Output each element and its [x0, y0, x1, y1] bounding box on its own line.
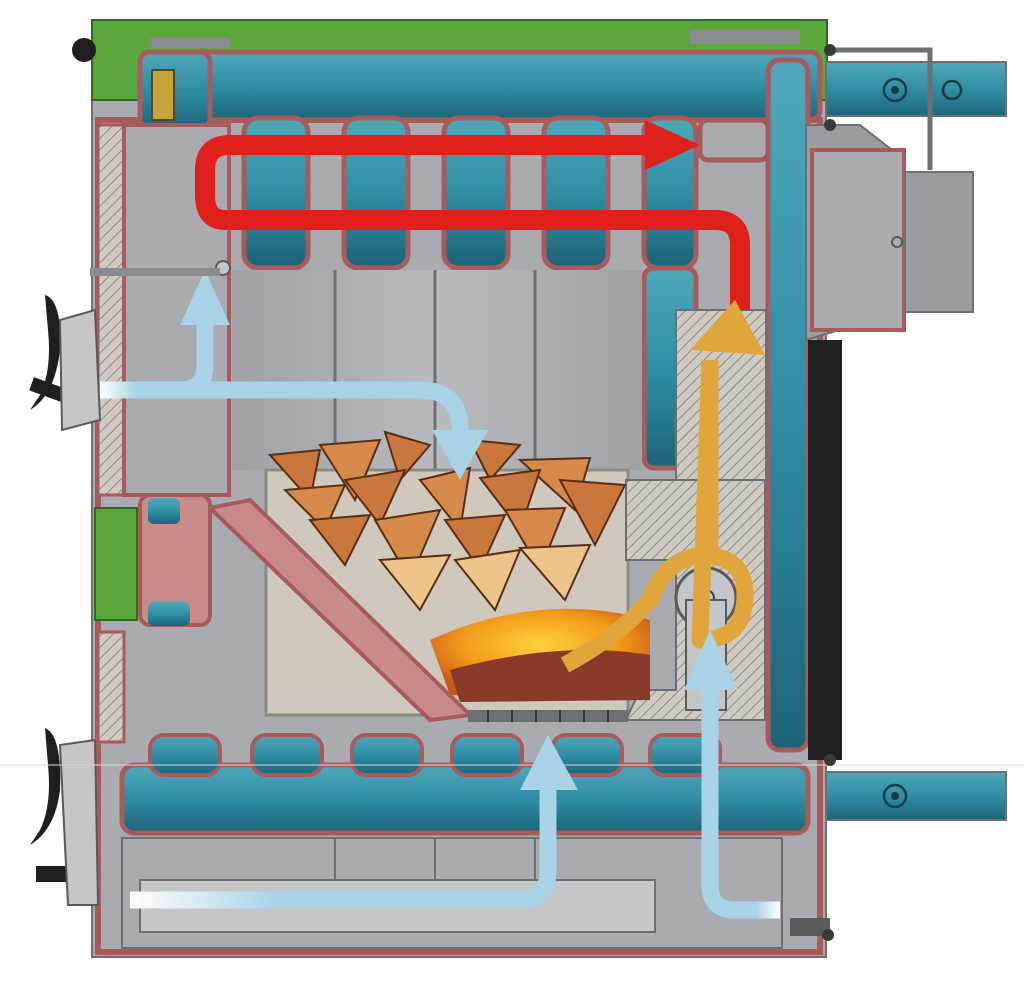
flue-outlet — [805, 124, 974, 342]
secondary-air-arrow — [684, 630, 780, 919]
lower-outlet-pipe — [825, 771, 1007, 821]
right-side-panel — [808, 340, 842, 760]
hot-flue-gas-arrow — [195, 120, 750, 310]
fittings — [90, 44, 836, 941]
upper-heat-exchanger-tubes — [241, 115, 699, 271]
upper-door-handle — [29, 295, 102, 432]
under-grate-air-arrow — [130, 735, 578, 909]
ember-bed — [430, 608, 650, 702]
grate-bars — [468, 710, 628, 722]
firewood-logs — [267, 430, 627, 612]
brass-thermostat — [151, 69, 175, 121]
upper-water-jacket — [137, 49, 823, 271]
top-knob — [72, 38, 96, 62]
secondary-combustion-arrow — [560, 300, 765, 673]
green-side-panel — [94, 507, 138, 621]
upper-secondary-chamber — [232, 270, 642, 470]
lower-door-handle — [30, 728, 100, 906]
primary-air-arrow — [100, 270, 488, 480]
upper-outlet-pipe — [825, 47, 1007, 170]
